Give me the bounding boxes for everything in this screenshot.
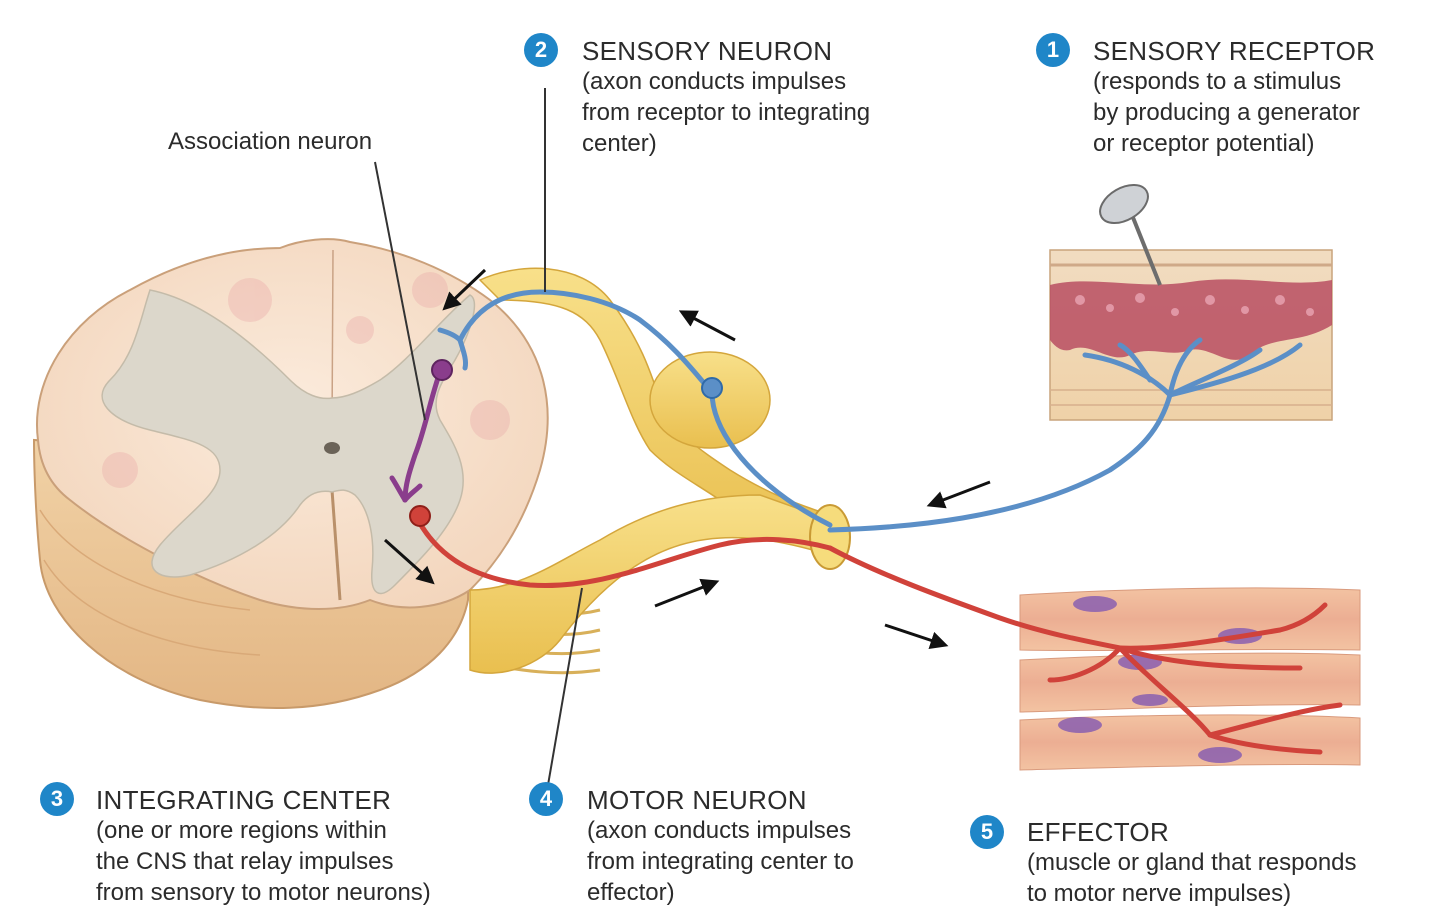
motor-neuron-cell-body (409, 505, 431, 527)
label-description-line: (one or more regions within (96, 817, 387, 844)
label-number-badge: 4 (529, 782, 563, 816)
label-title: SENSORY NEURON (582, 36, 833, 66)
association-neuron-label: Association neuron (168, 128, 373, 155)
leader-lines (374, 88, 583, 786)
sensory-neuron-cell-body (701, 377, 723, 399)
label-description-line: effector) (587, 879, 675, 906)
spinal-nerve-cut-end (809, 504, 851, 570)
skin-section (1049, 249, 1333, 421)
label-number-badge: 1 (1036, 33, 1070, 67)
label-title: MOTOR NEURON (587, 785, 807, 815)
motor-neuron-path (415, 517, 1343, 755)
sensory-neuron-path (437, 289, 1303, 533)
spinal-cord-gray-matter (101, 289, 476, 595)
leader-motor-neuron (547, 587, 583, 786)
label-description-line: to motor nerve impulses) (1027, 880, 1292, 907)
label-title: SENSORY RECEPTOR (1093, 36, 1376, 66)
arrow-toward-effector (884, 623, 949, 649)
pin-stimulus (1099, 184, 1162, 286)
association-neuron-path (389, 369, 443, 503)
label-description-line: from integrating center to (587, 848, 854, 875)
label-number-badge: 5 (970, 815, 1004, 849)
label-description-line: by producing a generator (1093, 99, 1360, 126)
label-title: EFFECTOR (1027, 817, 1170, 847)
label-title: INTEGRATING CENTER (96, 785, 392, 815)
label-description-line: (axon conducts impulses (582, 68, 847, 95)
label-description-line: from sensory to motor neurons) (96, 879, 431, 906)
label-description-line: (axon conducts impulses (587, 817, 852, 844)
central-canal (324, 442, 340, 454)
label-description-line: the CNS that relay impulses (96, 848, 394, 875)
label-description-line: or receptor potential) (1093, 130, 1315, 157)
impulse-direction-arrows (384, 268, 991, 649)
association-neuron-cell-body (431, 359, 453, 381)
leader-association-neuron (374, 161, 426, 421)
label-description-line: from receptor to integrating (582, 99, 871, 126)
label-description-line: (responds to a stimulus (1093, 68, 1342, 95)
label-description-line: (muscle or gland that responds (1027, 849, 1357, 876)
arrow-along-dorsal-root (678, 310, 736, 342)
arrow-along-ventral-root (654, 578, 720, 608)
label-number-badge: 2 (524, 33, 558, 67)
arrow-into-cord (442, 268, 487, 311)
ventral-root (469, 494, 831, 674)
arrow-along-sensory-axon (926, 480, 991, 509)
label-description-line: center) (582, 130, 657, 157)
label-number-badge: 3 (40, 782, 74, 816)
arrow-out-of-cord (384, 538, 435, 585)
